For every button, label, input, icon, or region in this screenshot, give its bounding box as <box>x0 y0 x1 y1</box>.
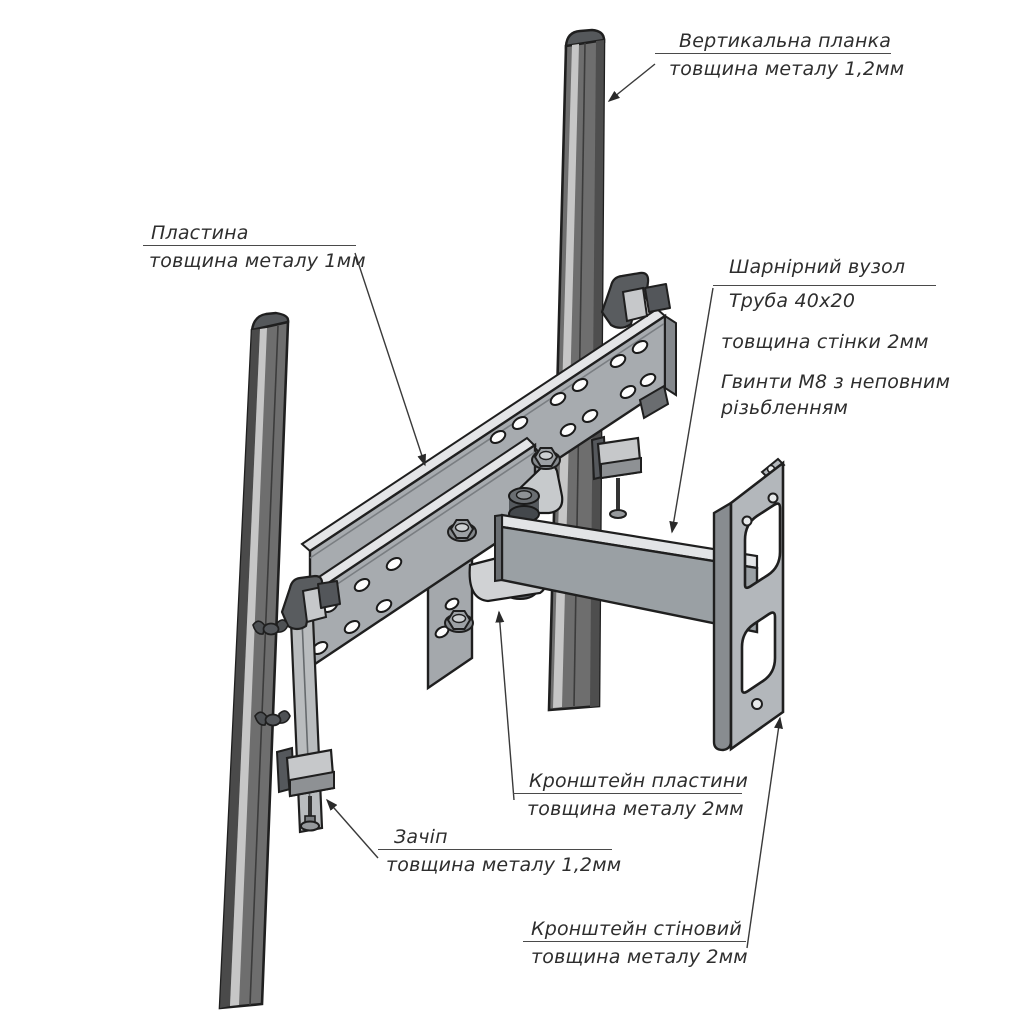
wall-bracket-face <box>729 460 785 752</box>
callout-spec: товщина металу 1,2мм <box>386 853 622 876</box>
callout-hook: Зачіп товщина металу 1,2мм <box>378 826 622 877</box>
wall-bracket-hole <box>767 492 779 504</box>
callout-spec: товщина металу 2мм <box>527 797 744 820</box>
wall-bracket-hole <box>751 698 763 710</box>
clamp-screw-head <box>300 820 320 832</box>
callout-title: Зачіп <box>378 826 612 850</box>
callout-spec: різьбленням <box>721 397 848 420</box>
callout-spec: Гвинти М8 з неповним <box>721 371 951 394</box>
wall-bracket-flange <box>712 500 733 752</box>
right-bottom-clamp <box>590 435 643 519</box>
callout-hinge: Шарнірний вузол Труба 40x20 товщина стін… <box>713 254 951 420</box>
callout-spec: Труба 40x20 <box>729 289 856 312</box>
callout-title: Вертикальна планка <box>655 30 891 54</box>
bottom-clamp-hook <box>275 746 336 832</box>
leader-wall-bracket <box>746 716 783 949</box>
callout-vertical-bar: Вертикальна планка товщина металу 1,2мм <box>655 30 905 81</box>
callout-spec: товщина стінки 2мм <box>721 330 929 353</box>
leader-hinge <box>669 287 714 534</box>
left-top-hook <box>280 574 341 631</box>
mounting-plate <box>290 307 677 691</box>
callout-plate-bracket: Кронштейн пластини товщина металу 2мм <box>513 770 748 821</box>
callout-spec: товщина металу 1,2мм <box>669 57 905 80</box>
callout-title: Кронштейн стіновий <box>523 918 746 942</box>
callout-title: Шарнірний вузол <box>713 254 936 286</box>
leader-vertical-bar <box>607 63 656 102</box>
leader-lines <box>326 63 783 949</box>
callout-title: Кронштейн пластини <box>513 770 748 794</box>
callout-plate: Пластина товщина металу 1мм <box>143 222 366 273</box>
callout-spec: товщина металу 1мм <box>149 249 366 272</box>
right-top-hook <box>600 271 671 329</box>
leader-plate <box>354 252 426 467</box>
callout-spec: товщина металу 2мм <box>531 945 748 968</box>
tube-arm <box>494 513 759 634</box>
leader-plate-bracket <box>495 610 515 801</box>
callout-title: Пластина <box>143 222 356 246</box>
left-vertical-bar <box>218 311 290 1010</box>
wall-bracket <box>712 457 786 752</box>
leader-hook <box>326 798 379 859</box>
callout-wall-bracket: Кронштейн стіновий товщина металу 2мм <box>523 918 748 969</box>
clamp-screw-head <box>609 509 627 519</box>
wall-bracket-hole <box>741 515 753 527</box>
